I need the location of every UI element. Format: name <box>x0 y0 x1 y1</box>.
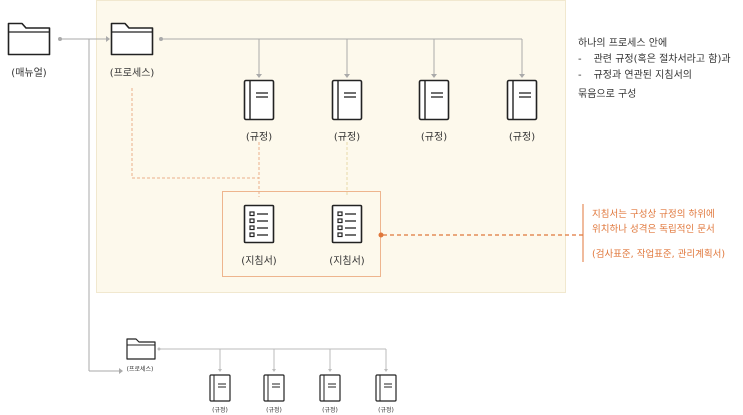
manual-folder-icon <box>7 22 51 56</box>
small-rule-book-icon <box>209 374 231 402</box>
guide-label: (지침서) <box>241 256 277 267</box>
description-line: 묶음으로 구성 <box>578 89 637 100</box>
small-process-label: (프로세스) <box>126 366 154 373</box>
rule-label: (규정) <box>508 132 536 143</box>
small-rule-label: (규정) <box>378 407 394 414</box>
rule-book-icon <box>418 79 450 121</box>
process-label: (프로세스) <box>109 68 155 79</box>
description-bullet: -관련 규정(혹은 절차서라고 함)과 <box>578 52 731 68</box>
small-rule-label: (규정) <box>212 407 228 414</box>
guide-label: (지침서) <box>329 256 365 267</box>
rule-label: (규정) <box>333 132 361 143</box>
bullet-dash: - <box>578 70 582 81</box>
guide-note-line: 지침서는 구성상 규정의 하위에 <box>592 209 715 220</box>
small-rule-book-icon <box>263 374 285 402</box>
rule-book-icon <box>506 79 538 121</box>
small-rule-book-icon <box>375 374 397 402</box>
guide-note-line: 위치하나 성격은 독립적인 문서 <box>592 224 715 235</box>
description-bullet: -규정과 연관된 지침서의 <box>578 68 731 84</box>
small-process-folder-icon <box>126 338 156 360</box>
rule-label: (규정) <box>245 132 273 143</box>
bullet-dash: - <box>578 54 582 65</box>
small-rule-label: (규정) <box>266 407 282 414</box>
guide-note: 지침서는 구성상 규정의 하위에 위치하나 성격은 독립적인 문서 (검사표준,… <box>592 207 725 262</box>
rule-book-icon <box>243 79 275 121</box>
rule-label: (규정) <box>420 132 448 143</box>
bullet-text: 관련 규정(혹은 절차서라고 함)과 <box>593 54 731 65</box>
manual-label: (매뉴얼) <box>11 68 47 79</box>
bullet-text: 규정과 연관된 지침서의 <box>593 70 692 81</box>
small-rule-book-icon <box>319 374 341 402</box>
guide-document-icon <box>243 204 275 244</box>
small-rule-label: (규정) <box>322 407 338 414</box>
guide-document-icon <box>331 204 363 244</box>
description-line: 하나의 프로세스 안에 <box>578 38 668 49</box>
process-folder-icon <box>110 22 154 56</box>
description-note: 하나의 프로세스 안에 -관련 규정(혹은 절차서라고 함)과 -규정과 연관된… <box>578 36 731 103</box>
guide-note-line: (검사표준, 작업표준, 관리계획서) <box>592 249 726 260</box>
rule-book-icon <box>331 79 363 121</box>
